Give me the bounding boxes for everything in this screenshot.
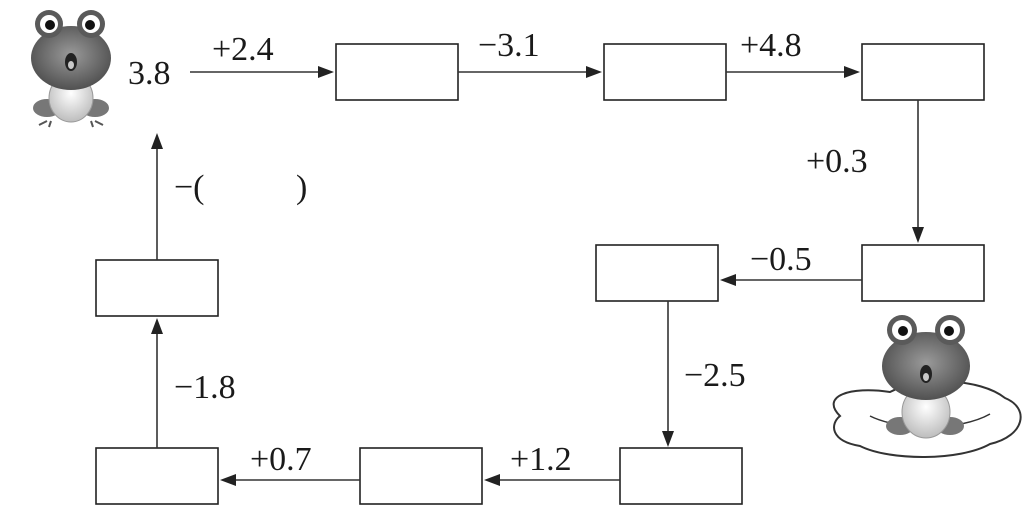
arrow-step-3 xyxy=(726,66,860,78)
answer-box-8[interactable] xyxy=(95,447,219,505)
answer-box-7[interactable] xyxy=(359,447,483,505)
arrow-step-7 xyxy=(484,474,620,486)
step-label-7: +1.2 xyxy=(510,441,572,478)
arrow-step-9 xyxy=(151,318,163,448)
final-step-suffix: ) xyxy=(296,169,307,206)
arrow-step-2 xyxy=(458,66,602,78)
answer-box-4[interactable] xyxy=(861,244,985,302)
answer-box-9[interactable] xyxy=(95,259,219,317)
arrow-step-8 xyxy=(220,474,360,486)
step-label-3: +4.8 xyxy=(740,27,802,64)
arrow-step-6 xyxy=(662,301,674,447)
step-label-2: −3.1 xyxy=(478,27,540,64)
final-step-prefix: −( xyxy=(174,169,205,206)
step-label-1: +2.4 xyxy=(212,31,274,68)
answer-box-6[interactable] xyxy=(619,447,743,505)
arrow-step-1 xyxy=(190,66,334,78)
step-label-6: −2.5 xyxy=(684,357,746,394)
answer-box-2[interactable] xyxy=(603,43,727,101)
start-value: 3.8 xyxy=(128,55,171,92)
answer-box-5[interactable] xyxy=(595,244,719,302)
answer-box-1[interactable] xyxy=(335,43,459,101)
frog-icon xyxy=(31,10,111,128)
frog-on-lily-pad-icon xyxy=(832,315,1022,458)
arrow-step-4 xyxy=(912,100,924,243)
arrow-step-final xyxy=(151,133,163,260)
step-label-5: −0.5 xyxy=(750,241,812,278)
step-label-4: +0.3 xyxy=(806,143,868,180)
answer-box-3[interactable] xyxy=(861,43,985,101)
final-step-blank[interactable] xyxy=(214,168,294,204)
step-label-8: +0.7 xyxy=(250,441,312,478)
step-label-9: −1.8 xyxy=(174,369,236,406)
arrow-step-5 xyxy=(720,274,862,286)
